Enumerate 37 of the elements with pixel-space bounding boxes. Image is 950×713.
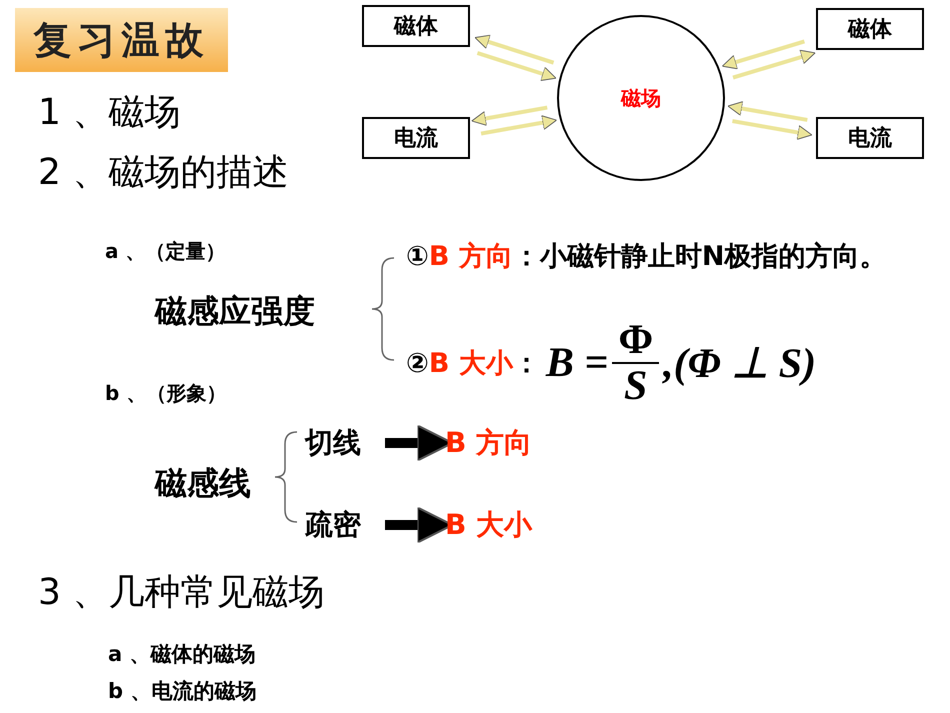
arrow <box>474 34 554 65</box>
list-heading: 1 、磁场 <box>38 91 180 135</box>
arrow <box>476 51 556 81</box>
arrow <box>732 50 816 80</box>
formula-text: B = <box>546 339 608 387</box>
fraction-numerator: Φ <box>612 318 660 364</box>
formula-text: ,(Φ ⊥ S) <box>663 340 816 388</box>
list-heading: 3 、几种常见磁场 <box>38 571 324 615</box>
arrow <box>480 115 557 136</box>
list-heading: 2 、磁场的描述 <box>38 151 288 195</box>
result-text: B 方向 <box>445 424 545 462</box>
key-text: B 大小 <box>428 347 513 381</box>
colon-text: ： <box>512 347 540 381</box>
definition-text: ：小磁针静止时N极指的方向。 <box>512 240 886 274</box>
term-text: 疏密 <box>305 506 375 544</box>
magnet-box: 磁体 <box>816 8 924 50</box>
list-item: a 、磁体的磁场 <box>108 641 256 668</box>
current-box: 电流 <box>362 117 470 159</box>
arrow <box>732 119 812 140</box>
number-mark: ② <box>406 348 429 378</box>
term-text: 磁感线 <box>155 463 251 504</box>
arrow <box>471 106 548 126</box>
arrow <box>727 101 808 122</box>
sub-heading: b 、（形象） <box>105 380 226 407</box>
title-banner: 复习温故 <box>15 8 228 72</box>
result-text: B 大小 <box>445 506 545 544</box>
arrow <box>722 40 805 70</box>
key-text: B 方向 <box>428 240 513 274</box>
term-text: 切线 <box>305 424 375 462</box>
term-text: 磁感应强度 <box>155 291 315 332</box>
magnet-box: 磁体 <box>362 5 470 47</box>
number-mark: ① <box>406 240 429 272</box>
fraction-denominator: S <box>624 364 648 408</box>
field-circle: 磁场 <box>557 15 725 181</box>
current-box: 电流 <box>816 117 924 159</box>
sub-heading: a 、（定量） <box>105 238 226 265</box>
list-item: b 、电流的磁场 <box>108 678 256 705</box>
